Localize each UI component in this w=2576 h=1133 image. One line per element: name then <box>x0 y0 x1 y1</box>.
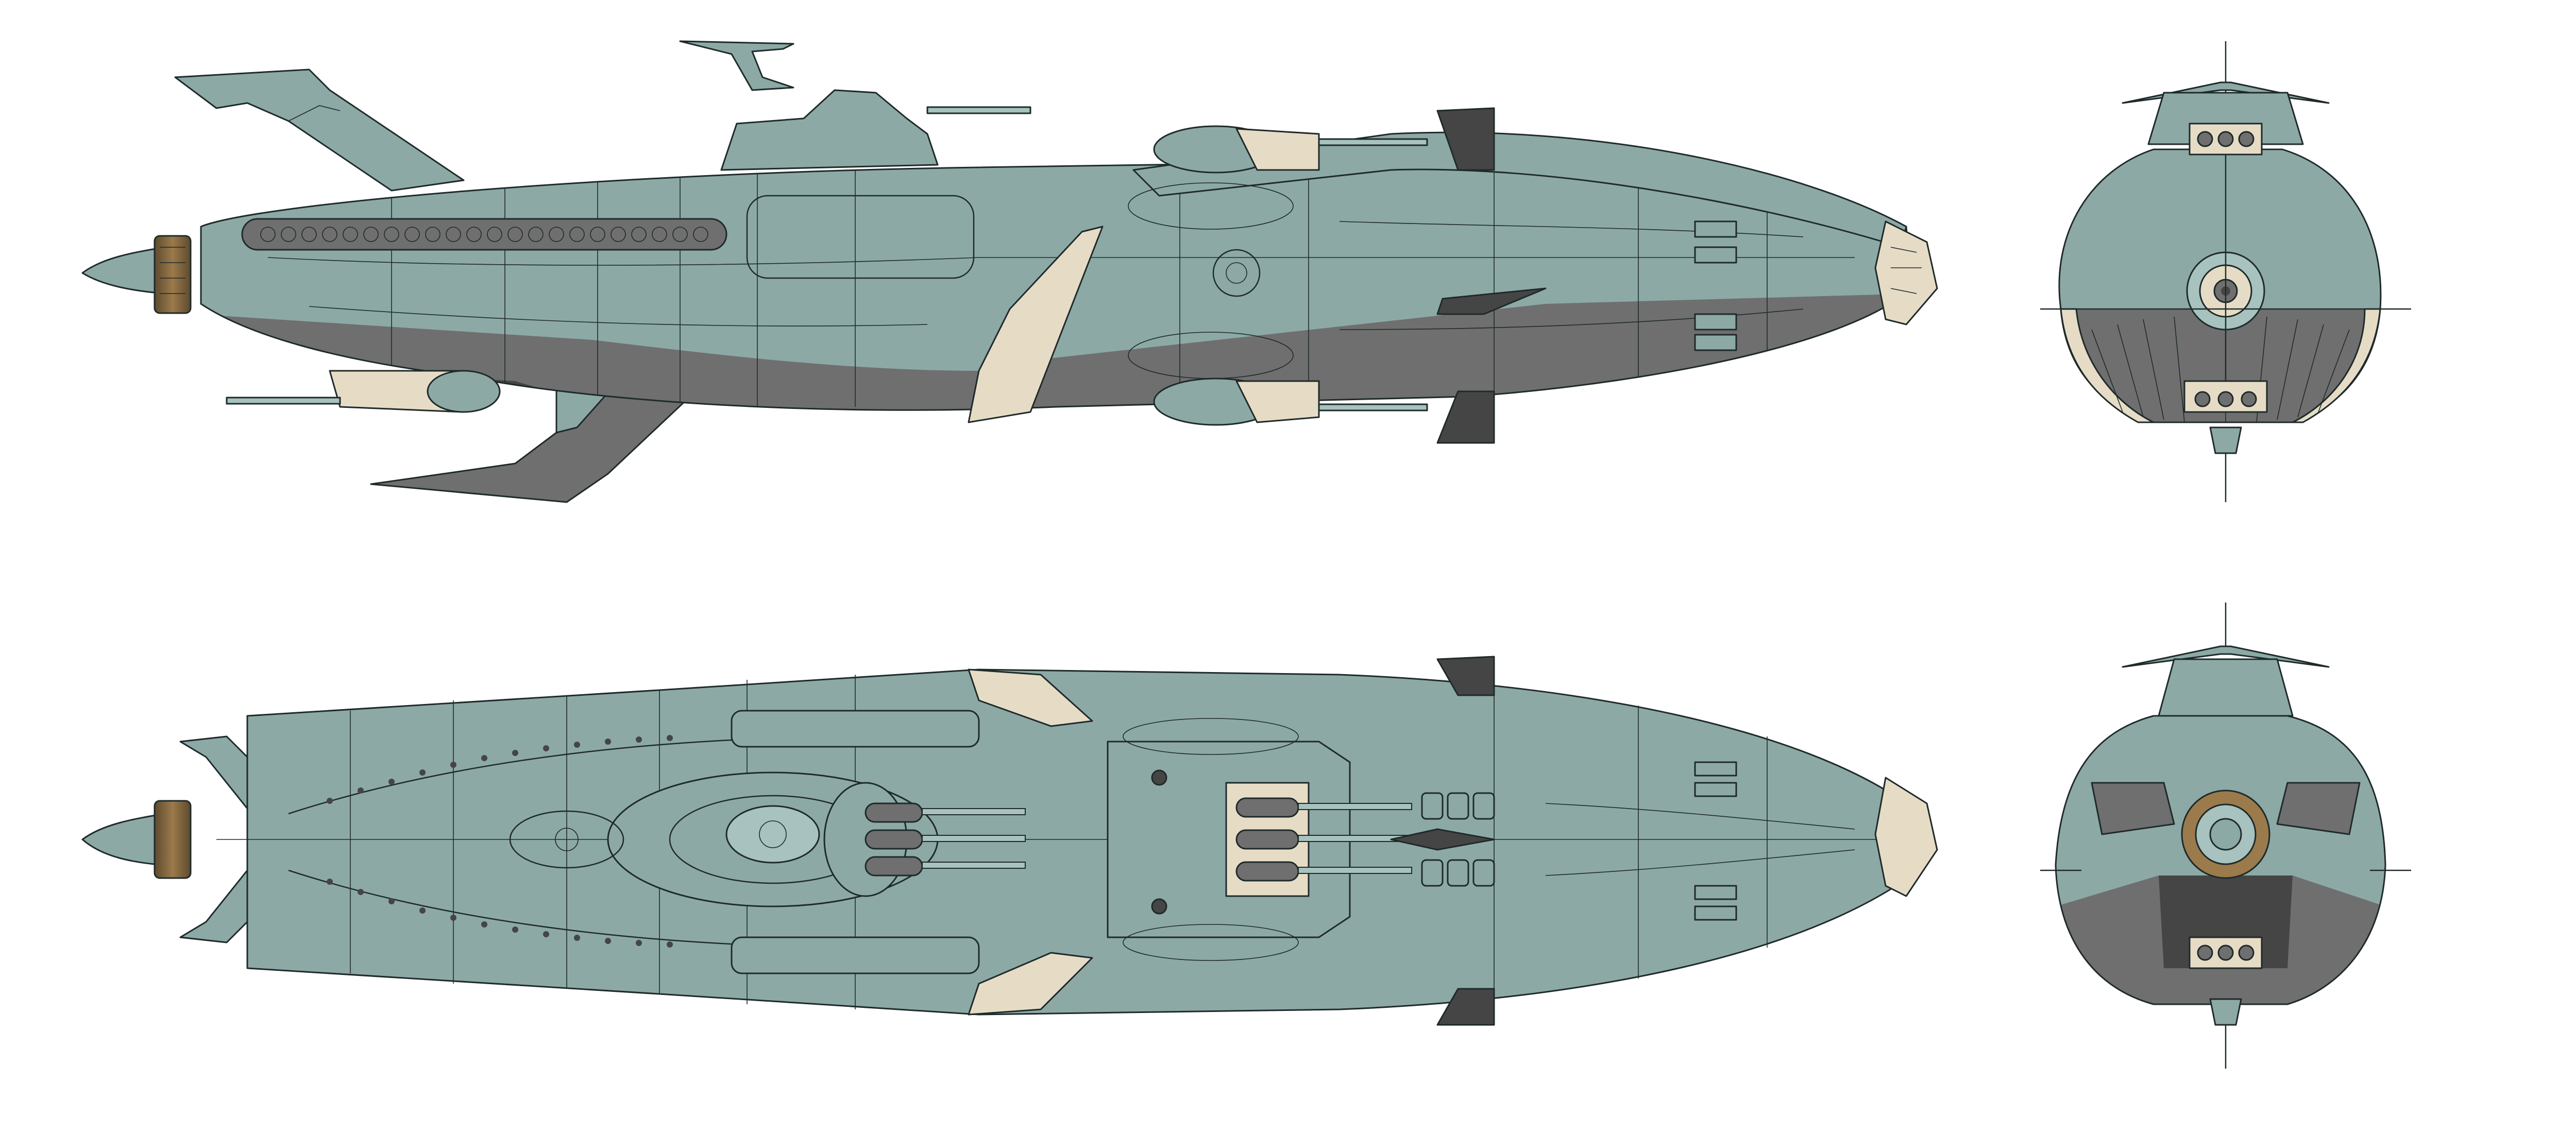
top-armor-blade-lower <box>968 952 1093 1016</box>
ventral-stern-turret <box>226 370 501 413</box>
top-main-engine-nozzle <box>154 800 192 879</box>
stern-elevation-view <box>2040 603 2411 1069</box>
top-bow-armor-plate <box>1874 777 1938 897</box>
side-weapon-ports <box>241 218 727 251</box>
side-armor-blade <box>968 226 1104 423</box>
ventral-turret <box>1153 377 1428 426</box>
plan-view <box>81 656 1938 1026</box>
rear-main-engine <box>2181 789 2270 879</box>
top-armor-blade-upper <box>968 668 1093 727</box>
stern-nose-cone <box>81 246 166 295</box>
ventral-fin <box>370 375 697 503</box>
dorsal-turret <box>1153 125 1428 174</box>
front-ventral-turret <box>2183 380 2268 413</box>
bow-elevation-view <box>2040 41 2411 502</box>
front-antenna-mast <box>2122 81 2330 104</box>
bridge-dome <box>725 805 820 864</box>
rear-hull-outline <box>2055 715 2386 1005</box>
bridge-tower <box>720 89 939 171</box>
dorsal-tail-fin <box>174 68 465 192</box>
top-stern-nose-cone <box>81 813 166 866</box>
rear-antenna-mast <box>2122 645 2330 668</box>
front-dorsal-turret <box>2189 123 2263 156</box>
side-elevation-view <box>81 40 1938 503</box>
triple-turret-aft <box>823 782 1026 897</box>
triple-turret-forward <box>1235 797 1412 882</box>
rear-ventral-turret <box>2189 936 2263 969</box>
bow-armor-plate <box>1874 220 1938 325</box>
